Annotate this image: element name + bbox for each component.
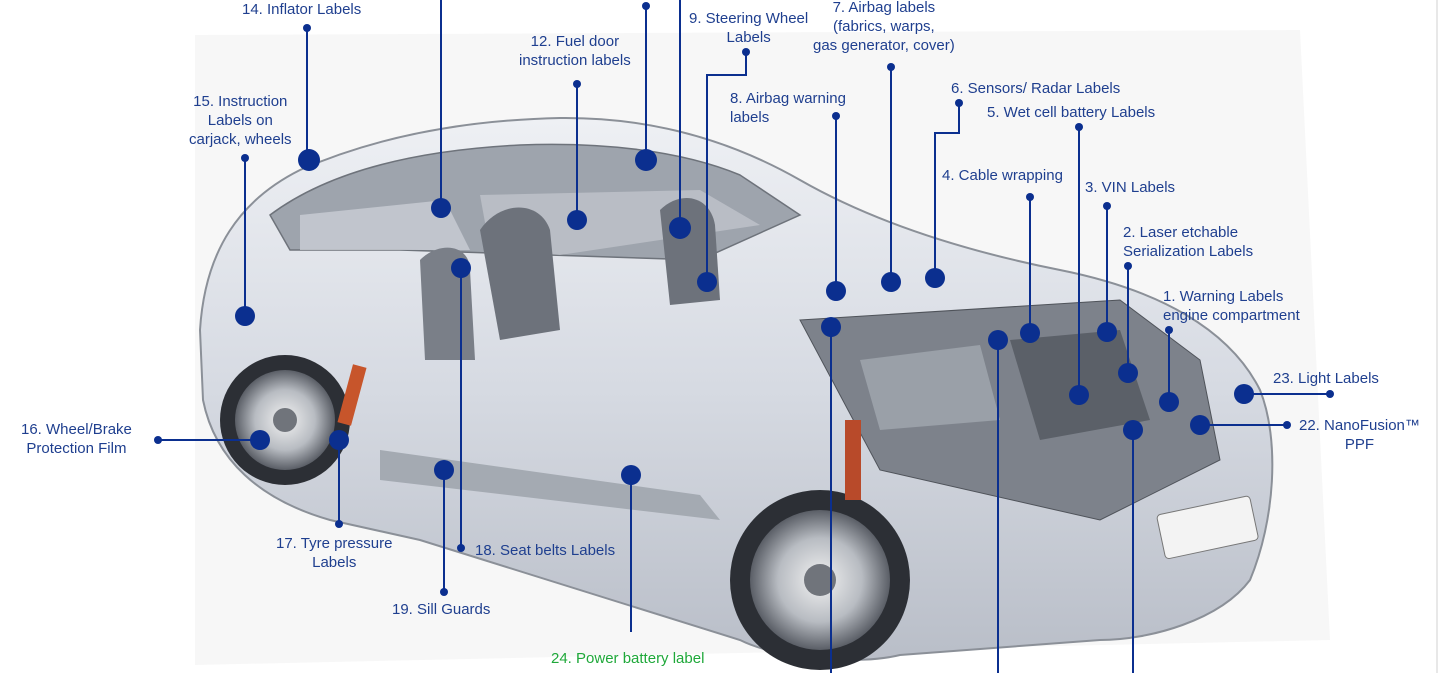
page-edge [1436, 0, 1438, 673]
rear-wheel [220, 355, 350, 485]
label-4-cable-wrapping: 4. Cable wrapping [942, 167, 1063, 184]
endpoint-dots [154, 2, 1334, 596]
label-18-seat-belts: 18. Seat belts Labels [475, 542, 616, 559]
label-19-sill-guards: 19. Sill Guards [392, 601, 491, 618]
leader-lines [158, 0, 1330, 673]
label-14-inflator: 14. Inflator Labels [242, 1, 362, 18]
label-24-power-battery: 24. Power battery label [551, 650, 705, 667]
label-markers [235, 149, 1254, 485]
label-23-light: 23. Light Labels [1273, 370, 1379, 387]
label-3-vin: 3. VIN Labels [1085, 179, 1176, 196]
front-wheel [730, 490, 910, 670]
label-7-airbag: 7. Airbag labels(fabrics, warps,gas gene… [813, 0, 955, 54]
car-body [198, 116, 1274, 661]
label-6-sensors-radar: 6. Sensors/ Radar Labels [951, 80, 1121, 97]
label-5-wet-cell-battery: 5. Wet cell battery Labels [987, 104, 1156, 121]
